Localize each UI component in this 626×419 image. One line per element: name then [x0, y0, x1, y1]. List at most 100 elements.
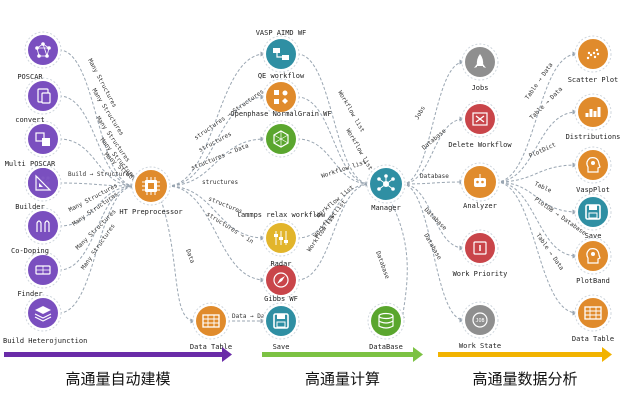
- database-icon: [378, 312, 394, 329]
- node-plotband[interactable]: PlotBand: [574, 237, 612, 285]
- node-openphase[interactable]: Openphase NormalGrain WF: [230, 110, 332, 158]
- node-label-priority: Work Priority: [453, 270, 508, 278]
- node-label-delete: Delete Workflow: [448, 141, 512, 149]
- node-analyzer[interactable]: Analyzer: [460, 162, 500, 210]
- hands-icon: [36, 220, 50, 232]
- node-label-plotband: PlotBand: [576, 277, 610, 285]
- network-icon: [35, 42, 51, 58]
- node-n5[interactable]: [28, 168, 58, 198]
- node-dist[interactable]: Distributions: [566, 93, 621, 141]
- node-lammps[interactable]: lammps relax workflow: [237, 211, 326, 257]
- node-circle: [465, 305, 495, 335]
- node-radar[interactable]: Radar: [262, 260, 300, 299]
- node-database[interactable]: DataBase: [367, 302, 405, 351]
- node-circle: [578, 97, 608, 127]
- node-ht[interactable]: HT Preprocessor: [119, 166, 183, 216]
- node-label-lammps: lammps relax workflow: [237, 211, 326, 219]
- node-label-database: DataBase: [369, 343, 403, 351]
- compass-icon: [273, 272, 289, 288]
- node-vaspplot[interactable]: VaspPlot: [574, 146, 612, 194]
- head-icon: [586, 248, 601, 264]
- node-label-datatable2: Data Table: [572, 335, 614, 343]
- edge-label-a4: Table: [533, 180, 553, 194]
- edge-n2-ht: [58, 95, 136, 189]
- save-icon: [273, 313, 289, 329]
- edge-label-a6: Table → Data: [534, 232, 565, 272]
- node-label-dist: Distributions: [566, 133, 621, 141]
- edge-ht-lammps: [166, 185, 266, 241]
- node-circle: [266, 39, 296, 69]
- edge-label-s8: Data → Data: [232, 313, 272, 320]
- node-label-qe: QE workflow: [258, 72, 305, 80]
- edge-label-db1: Database: [374, 250, 391, 280]
- node-qe[interactable]: QE workflow: [258, 72, 305, 116]
- sliders-icon: [274, 231, 288, 245]
- edge-n7-ht: [58, 183, 136, 271]
- node-circle: [266, 82, 296, 112]
- edges-layer: [58, 49, 578, 324]
- edge-manager-priority: [401, 183, 465, 251]
- node-jobs[interactable]: Jobs: [461, 43, 499, 92]
- section-label: 高通量数据分析: [472, 370, 577, 388]
- node-label-manager: Manager: [371, 204, 401, 212]
- node-circle: [578, 298, 608, 328]
- node-delete[interactable]: Delete Workflow: [448, 100, 512, 149]
- edge-ht-qe: [166, 94, 266, 187]
- node-n6[interactable]: Builder: [15, 203, 62, 245]
- save-icon: [585, 204, 601, 220]
- node-save2[interactable]: Save: [574, 193, 612, 240]
- node-gibbs[interactable]: Gibbs WF: [264, 295, 298, 303]
- section-arrow-bar: [438, 352, 604, 357]
- edge-label-m4: Database: [423, 206, 449, 232]
- edge-manager-analyzer: [401, 179, 465, 185]
- node-label-save2: Save: [585, 232, 602, 240]
- node-save1[interactable]: Save: [262, 302, 300, 351]
- node-circle: [28, 211, 58, 241]
- node-vasp[interactable]: VASP AIMD WF: [256, 29, 307, 73]
- edge-n3-ht: [58, 138, 136, 189]
- node-manager[interactable]: Manager: [366, 164, 406, 212]
- node-circle: [578, 197, 608, 227]
- section-arrow-3: 高通量数据分析: [438, 347, 612, 388]
- table-icon: [584, 306, 602, 320]
- node-n1[interactable]: [24, 31, 62, 69]
- node-n7[interactable]: Co-Doping: [11, 247, 62, 289]
- edge-qe-manager: [296, 96, 371, 187]
- hub-icon: [377, 174, 395, 191]
- edge-analyzer-datatable2: [495, 181, 578, 316]
- edge-label-s7: Data: [184, 248, 196, 264]
- node-n8[interactable]: Finder: [17, 290, 62, 332]
- node-label-analyzer: Analyzer: [463, 202, 497, 210]
- node-circle: [371, 306, 401, 336]
- node-circle: [266, 306, 296, 336]
- node-label-n2: POSCAR: [17, 73, 43, 81]
- node-label-n8: Finder: [17, 290, 42, 298]
- priority-icon: [473, 241, 487, 255]
- edge-analyzer-save2: [495, 181, 578, 215]
- edge-analyzer-vaspplot: [495, 162, 578, 183]
- node-label-datatable1: Data Table: [190, 343, 232, 351]
- edge-label-a3: PlotDict: [528, 141, 558, 160]
- edge-lammps-manager: [296, 181, 371, 239]
- node-label-vaspplot: VaspPlot: [576, 186, 610, 194]
- node-scatter[interactable]: Scatter Plot: [568, 35, 619, 84]
- edge-label-s4: structures: [202, 179, 239, 186]
- convert-icon: [35, 132, 50, 146]
- edge-analyzer-plotband: [495, 181, 578, 259]
- node-label-n3: convert: [15, 116, 45, 124]
- node-n2[interactable]: POSCAR: [17, 73, 62, 115]
- node-circle: [28, 35, 58, 65]
- edge-analyzer-scatter: [495, 51, 578, 183]
- compute-icon: [35, 265, 51, 275]
- node-datatable1[interactable]: Data Table: [190, 302, 232, 351]
- node-n9[interactable]: Build Heterojunction: [3, 337, 87, 345]
- node-n3[interactable]: convert: [15, 116, 62, 158]
- node-priority[interactable]: Work Priority: [453, 229, 508, 278]
- node-circle: [196, 306, 226, 336]
- chip-icon: [142, 177, 160, 195]
- section-arrow-1: 高通量自动建模: [4, 347, 232, 388]
- node-datatable2[interactable]: Data Table: [572, 294, 614, 343]
- section-arrow-2: 高通量计算: [262, 347, 423, 388]
